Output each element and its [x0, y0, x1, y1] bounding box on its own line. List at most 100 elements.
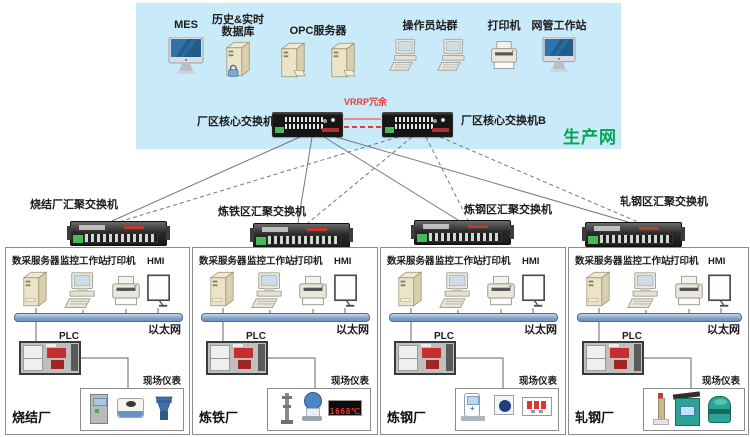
plc-module [234, 348, 253, 358]
field-instruments-box [643, 388, 745, 431]
printer-icon [487, 37, 521, 73]
plc-trim [609, 344, 619, 347]
hmi-icon [147, 274, 171, 308]
daq-server-label: 数采服务器 [387, 256, 435, 267]
printer-label: 打印机 [670, 256, 699, 267]
ethernet-bus [389, 313, 558, 322]
imac-computer-icon [542, 37, 576, 73]
monitor-workstation-label: 监控工作站 [623, 256, 671, 267]
ethernet-label: 以太网 [148, 324, 181, 336]
ethernet-label: 以太网 [336, 324, 369, 336]
agg-switch-label-rolling: 轧钢区汇聚交换机 [620, 196, 708, 208]
core-switch-b-label: 厂区核心交换机B [461, 115, 546, 127]
printer-icon [295, 272, 331, 309]
flow-meter-instrument: + [461, 393, 485, 421]
ethernet-label: 以太网 [707, 324, 740, 336]
device-group-operator-stations: 操作员站群 [380, 20, 480, 74]
monitor-workstation-icon [251, 272, 289, 310]
plc-module [614, 360, 627, 369]
field-instruments-label: 现场仪表 [518, 376, 557, 387]
switch-vent [79, 225, 105, 230]
switch-brand-label [307, 228, 327, 231]
plant-name: 烧结厂 [12, 410, 52, 425]
plc-door [586, 345, 606, 371]
production-network-label: 生产网 [563, 128, 617, 147]
device-group-opc: OPC服务器 [266, 25, 370, 79]
daq-server-label: 数采服务器 [12, 256, 60, 267]
opc-server-icon [329, 41, 357, 79]
switch-power-module [275, 127, 284, 133]
plc-rack [634, 344, 641, 371]
digital-display-instrument [522, 397, 552, 416]
switch-uplink-ports [331, 118, 335, 122]
switch-power-module [256, 237, 266, 245]
plc-module [51, 360, 64, 369]
daq-server-icon [396, 270, 424, 308]
plc-rack [446, 344, 453, 371]
printer-label: 打印机 [487, 20, 521, 32]
daq-server-icon [584, 270, 612, 308]
switch-ports [84, 233, 158, 243]
device-group-nms: 网管工作站 [528, 20, 590, 73]
pressure-transmitter-instrument [302, 392, 322, 424]
plc-cabinet [582, 341, 644, 375]
ethernet-label: 以太网 [524, 324, 557, 336]
switch-brand-label [322, 128, 339, 132]
ethernet-bus [201, 313, 370, 322]
plc-trim [233, 344, 243, 347]
nms-workstation-label: 网管工作站 [531, 20, 587, 32]
monitor-workstation-label: 监控工作站 [60, 256, 108, 267]
plant-name: 炼铁厂 [199, 410, 239, 425]
transmitter-instrument [494, 395, 514, 415]
agg-switch-steelmaking [411, 220, 514, 245]
hmi-icon [708, 274, 732, 308]
switch-brand-label [468, 225, 488, 228]
gas-analyzer-instrument [90, 394, 108, 424]
plc-module [422, 348, 441, 358]
switch-vent [423, 224, 449, 229]
switch-power-module [73, 235, 83, 243]
plant-box-ironmaking: 数采服务器 监控工作站 打印机 HMI 以太网 PLC 现场仪表 1668℃ 炼… [192, 247, 378, 435]
switch-ports [285, 117, 323, 122]
switch-brand-label [432, 128, 449, 132]
switch-ports [599, 234, 673, 244]
daq-server-label: 数采服务器 [199, 256, 247, 267]
plc-door [23, 345, 43, 371]
hmi-label: HMI [147, 256, 165, 267]
switch-ports [428, 232, 502, 242]
plc-label: PLC [434, 331, 454, 342]
printer-label: 打印机 [482, 256, 511, 267]
plc-module [47, 348, 66, 358]
field-instruments-box: + [455, 388, 559, 431]
plant-name: 轧钢厂 [575, 410, 615, 425]
plc-cabinet [394, 341, 456, 375]
switch-brand-label [639, 227, 659, 230]
plant-box-sintering: 数采服务器 监控工作站 打印机 HMI 以太网 PLC 现场仪表 烧结厂 [5, 247, 190, 435]
hmi-label: HMI [522, 256, 540, 267]
plc-cabinet [206, 341, 268, 375]
device-group-mes: MES [158, 19, 214, 75]
monitor-workstation-icon [64, 272, 102, 310]
hmi-label: HMI [708, 256, 726, 267]
history-db-label-line2: 数据库 [221, 26, 255, 38]
thermocouple-probe-instrument [280, 393, 294, 424]
switch-vent [594, 226, 620, 231]
switch-ports [395, 124, 433, 129]
plc-door [398, 345, 418, 371]
plant-name: 炼钢厂 [387, 410, 427, 425]
field-instruments-label: 现场仪表 [701, 376, 740, 387]
sampler-machine-instrument [708, 396, 731, 423]
agg-switch-label-sintering: 烧结厂汇聚交换机 [30, 199, 118, 211]
field-instruments-box [80, 388, 184, 431]
switch-ports [267, 235, 341, 245]
weighing-scale-instrument [117, 398, 144, 418]
imac-computer-icon [168, 37, 204, 75]
switch-power-module [588, 236, 598, 244]
plc-module [238, 360, 251, 369]
plant-box-rolling: 数采服务器 监控工作站 打印机 HMI 以太网 PLC 现场仪表 轧钢厂 [568, 247, 749, 435]
temperature-readout: 1668℃ [329, 407, 361, 416]
plc-label: PLC [622, 331, 642, 342]
hmi-icon [334, 274, 358, 308]
monitor-workstation-label: 监控工作站 [247, 256, 295, 267]
